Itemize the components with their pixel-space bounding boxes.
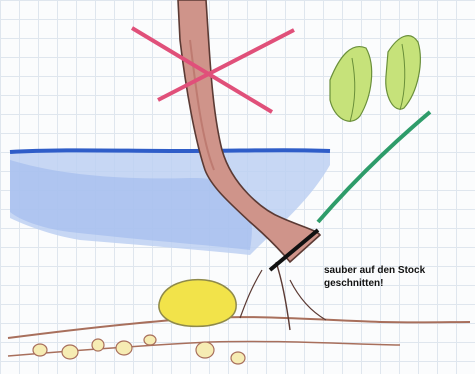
stone [159,280,236,327]
young-shoot [318,36,430,222]
annotation-line-2: geschnitten! [324,277,464,290]
cut-annotation: sauber auf den Stock geschnitten! [324,264,464,290]
annotation-line-1: sauber auf den Stock [324,264,464,277]
ground-pebbles [8,317,470,364]
